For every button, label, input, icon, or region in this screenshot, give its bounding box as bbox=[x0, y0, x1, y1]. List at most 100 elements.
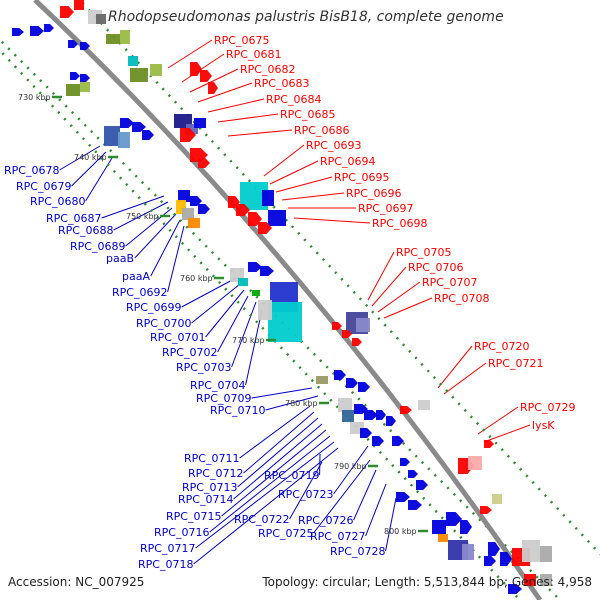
gene-glyph bbox=[342, 410, 354, 422]
gene-glyph bbox=[194, 118, 206, 128]
gene-glyph bbox=[360, 428, 372, 438]
callout-line bbox=[313, 459, 371, 534]
gene-glyph bbox=[96, 14, 106, 24]
gene-glyph bbox=[408, 470, 418, 478]
callout-line bbox=[181, 53, 225, 83]
gene-glyph bbox=[356, 318, 370, 332]
gene-label-RPC_0696: RPC_0696 bbox=[346, 187, 401, 200]
genome-backbone bbox=[33, 0, 543, 600]
gene-glyph bbox=[500, 552, 512, 566]
gene-glyph bbox=[524, 574, 536, 586]
gene-label-RPC_0683: RPC_0683 bbox=[254, 77, 309, 90]
gene-glyph bbox=[352, 338, 362, 346]
callout-line bbox=[239, 405, 311, 459]
gene-glyph bbox=[400, 458, 410, 466]
gene-glyph bbox=[484, 440, 494, 448]
callout-line bbox=[385, 497, 397, 552]
callout-line bbox=[443, 362, 487, 395]
gene-label-RPC_0709: RPC_0709 bbox=[196, 392, 251, 405]
gene-label-RPC_0705: RPC_0705 bbox=[396, 246, 451, 259]
gene-glyph bbox=[74, 0, 84, 10]
callout-line bbox=[367, 251, 395, 301]
gene-glyph bbox=[80, 82, 90, 92]
gene-glyph bbox=[334, 370, 346, 380]
gene-glyph bbox=[358, 382, 370, 392]
gene-glyph bbox=[446, 512, 462, 526]
genome-title: Rhodopseudomonas palustris BisB18, compl… bbox=[108, 9, 504, 25]
gene-label-RPC_0714: RPC_0714 bbox=[178, 493, 233, 506]
gene-glyph bbox=[262, 190, 274, 206]
gene-glyph bbox=[484, 556, 496, 566]
gene-glyph bbox=[208, 82, 218, 94]
callout-line bbox=[269, 160, 319, 185]
gene-label-RPC_0725: RPC_0725 bbox=[258, 527, 313, 540]
callout-line bbox=[150, 219, 181, 277]
gene-glyph bbox=[70, 72, 80, 80]
callout-line bbox=[167, 225, 185, 293]
callout-line bbox=[245, 309, 263, 386]
gene-label-RPC_0717: RPC_0717 bbox=[140, 542, 195, 555]
gene-glyph bbox=[238, 278, 248, 286]
gene-glyph bbox=[438, 534, 448, 542]
callout-line bbox=[483, 424, 531, 443]
gene-glyph bbox=[66, 84, 80, 96]
callout-line bbox=[275, 176, 333, 193]
gene-glyph bbox=[12, 28, 24, 36]
gene-glyph bbox=[418, 400, 430, 410]
gene-label-RPC_0682: RPC_0682 bbox=[240, 63, 295, 76]
gene-glyph bbox=[128, 56, 138, 66]
callout-line bbox=[365, 483, 387, 537]
gene-glyph bbox=[258, 222, 272, 234]
gene-glyph bbox=[190, 62, 202, 76]
gene-label-RPC_0701: RPC_0701 bbox=[150, 331, 205, 344]
callout-line bbox=[217, 295, 249, 353]
gene-glyph bbox=[522, 540, 540, 562]
gene-glyph bbox=[364, 410, 378, 420]
gene-glyph bbox=[178, 190, 190, 202]
gene-label-RPC_0720: RPC_0720 bbox=[474, 340, 529, 353]
gene-glyph bbox=[468, 456, 482, 470]
gene-glyph bbox=[416, 480, 428, 490]
gene-label-RPC_0688: RPC_0688 bbox=[58, 224, 113, 237]
gene-glyph bbox=[372, 436, 384, 446]
coordinate-tick-label: 800 kbp bbox=[384, 527, 417, 536]
callout-line bbox=[437, 345, 473, 389]
gene-label-RPC_0681: RPC_0681 bbox=[226, 48, 281, 61]
gene-label-RPC_0686: RPC_0686 bbox=[294, 124, 349, 137]
gene-glyph bbox=[30, 26, 44, 36]
gene-glyph bbox=[268, 302, 302, 342]
gene-label-RPC_0694: RPC_0694 bbox=[320, 155, 375, 168]
gene-glyph bbox=[182, 208, 194, 220]
callout-line bbox=[195, 441, 335, 549]
gene-label-RPC_0697: RPC_0697 bbox=[358, 202, 413, 215]
callout-line bbox=[167, 39, 213, 69]
gene-glyph bbox=[386, 416, 396, 426]
gene-glyph bbox=[480, 506, 492, 514]
gene-label-RPC_0706: RPC_0706 bbox=[408, 261, 463, 274]
callout-line bbox=[289, 461, 323, 520]
gene-glyph bbox=[396, 492, 410, 502]
coordinate-tick-label: 730 kbp bbox=[18, 93, 51, 102]
gene-label-RPC_0728: RPC_0728 bbox=[330, 545, 385, 558]
gene-label-RPC_0729: RPC_0729 bbox=[520, 401, 575, 414]
coordinate-tick-label: 760 kbp bbox=[180, 274, 213, 283]
callout-line bbox=[59, 145, 101, 171]
gene-label-RPC_0680: RPC_0680 bbox=[30, 195, 85, 208]
gene-glyph bbox=[130, 68, 148, 82]
callout-line bbox=[237, 417, 319, 488]
coordinate-tick-label: 790 kbp bbox=[334, 462, 367, 471]
gene-label-lysK: lysK bbox=[532, 419, 555, 432]
gene-label-RPC_0698: RPC_0698 bbox=[372, 217, 427, 230]
gene-label-RPC_0710: RPC_0710 bbox=[210, 404, 265, 417]
gene-glyph bbox=[342, 330, 352, 338]
gene-glyph bbox=[338, 398, 352, 412]
gene-label-RPC_0708: RPC_0708 bbox=[434, 292, 489, 305]
callout-line bbox=[377, 281, 421, 313]
gene-label-paaA: paaA bbox=[122, 270, 150, 283]
callout-line bbox=[191, 283, 241, 324]
gene-glyph bbox=[150, 64, 162, 76]
callout-line bbox=[71, 151, 107, 187]
gene-label-RPC_0723: RPC_0723 bbox=[278, 488, 333, 501]
